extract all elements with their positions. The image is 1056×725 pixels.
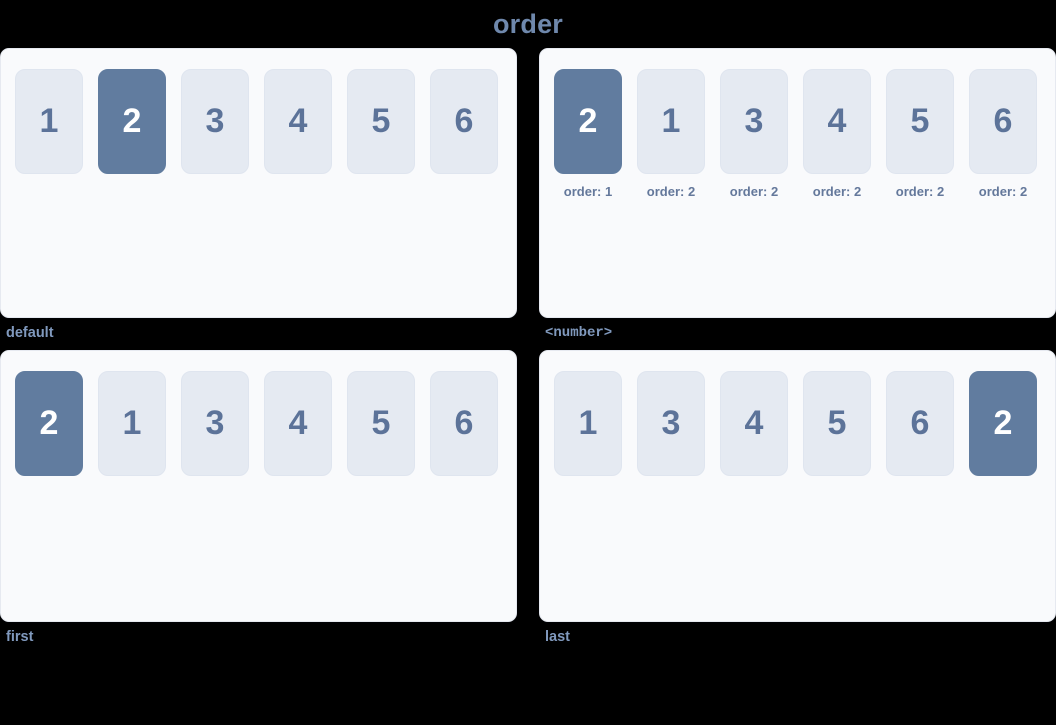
flex-item-highlighted[interactable]: 2 [554,69,622,174]
flex-item-wrapper: 1 [554,371,622,476]
panel-caption: <number> [545,325,613,341]
flex-item-wrapper: 5 [347,69,415,174]
order-demo-panel: 2 order: 1 1 order: 2 3 order: 2 4 order: 2 5 ord… [539,48,1056,318]
flex-item-wrapper: 6 [886,371,954,476]
flex-item-wrapper: 3 order: 2 [720,69,788,199]
flex-item-wrapper: 4 [264,69,332,174]
flex-item[interactable]: 4 [720,371,788,476]
flex-item-wrapper: 1 [98,371,166,476]
order-value-label: order: 2 [729,184,779,199]
flex-item-wrapper: 6 [430,69,498,174]
flex-item[interactable]: 4 [803,69,871,174]
flex-item-wrapper: 5 order: 2 [886,69,954,199]
order-value-label: order: 1 [563,184,613,199]
order-value-label: order: 2 [812,184,862,199]
flex-item-wrapper: 5 [803,371,871,476]
flex-item-wrapper: 1 order: 2 [637,69,705,199]
flex-item-wrapper: 4 [264,371,332,476]
panel-cell-number: 2 order: 1 1 order: 2 3 order: 2 4 order: 2 5 ord… [539,48,1056,342]
order-value-label: order: 2 [646,184,696,199]
panel-caption: last [545,629,570,645]
flex-item-wrapper: 5 [347,371,415,476]
flex-item[interactable]: 6 [430,69,498,174]
flex-item-wrapper: 1 [15,69,83,174]
flex-item[interactable]: 5 [347,69,415,174]
flex-item[interactable]: 5 [347,371,415,476]
flex-item[interactable]: 1 [15,69,83,174]
flex-item[interactable]: 6 [886,371,954,476]
flex-item[interactable]: 1 [637,69,705,174]
flex-item-wrapper: 2 [969,371,1037,476]
panel-caption: default [6,325,54,341]
flex-item-wrapper: 6 order: 2 [969,69,1037,199]
flex-item-highlighted[interactable]: 2 [98,69,166,174]
flex-item-wrapper: 3 [637,371,705,476]
flex-item-wrapper: 2 order: 1 [554,69,622,199]
flex-item-wrapper: 4 [720,371,788,476]
flex-item-wrapper: 3 [181,371,249,476]
panel-caption: first [6,629,34,645]
flex-item-wrapper: 2 [15,371,83,476]
flex-item[interactable]: 5 [886,69,954,174]
flex-item[interactable]: 6 [430,371,498,476]
flex-item-wrapper: 2 [98,69,166,174]
flex-item-wrapper: 6 [430,371,498,476]
flex-item[interactable]: 6 [969,69,1037,174]
flex-item[interactable]: 4 [264,69,332,174]
flex-item-highlighted[interactable]: 2 [15,371,83,476]
flex-item[interactable]: 3 [637,371,705,476]
flex-item-wrapper: 4 order: 2 [803,69,871,199]
flex-item[interactable]: 5 [803,371,871,476]
page-title: order [492,9,564,39]
flex-item[interactable]: 4 [264,371,332,476]
flex-item[interactable]: 1 [554,371,622,476]
order-value-label: order: 2 [895,184,945,199]
flex-item[interactable]: 3 [720,69,788,174]
flex-item[interactable]: 3 [181,371,249,476]
flex-item-wrapper: 3 [181,69,249,174]
flex-item[interactable]: 3 [181,69,249,174]
flex-item-highlighted[interactable]: 2 [969,371,1037,476]
flex-item[interactable]: 1 [98,371,166,476]
order-value-label: order: 2 [978,184,1028,199]
